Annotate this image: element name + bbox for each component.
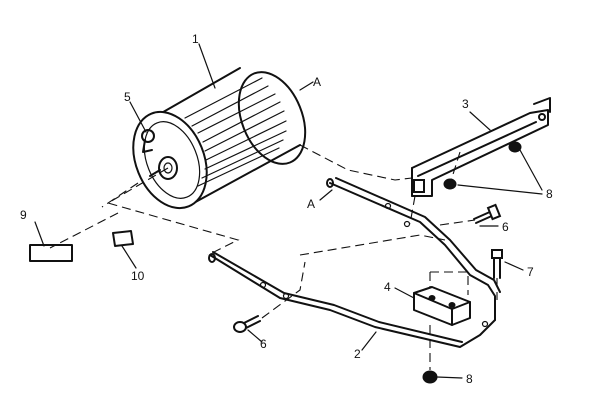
callout-10: 10 (131, 269, 145, 283)
callout-5: 5 (124, 90, 131, 104)
bolt-lower (233, 315, 261, 333)
callout-8-lower: 8 (466, 372, 473, 386)
callout-labels: 1 A 5 3 8 A 6 9 10 7 4 6 2 8 (20, 32, 553, 386)
bolt-vertical (491, 249, 503, 279)
callout-6-lower: 6 (260, 337, 267, 351)
callout-7: 7 (527, 265, 534, 279)
decal-small (112, 230, 134, 247)
callout-a-top: A (313, 75, 321, 89)
callout-3: 3 (462, 97, 469, 111)
callout-8-upper: 8 (546, 187, 553, 201)
callout-1: 1 (192, 32, 199, 46)
callout-a-left: A (307, 197, 315, 211)
tow-frame (208, 177, 501, 348)
bolt-upper (473, 203, 502, 224)
nut-lower (422, 370, 438, 384)
mounting-bracket (411, 97, 551, 197)
callout-9: 9 (20, 208, 27, 222)
leader-lines (34, 43, 543, 379)
callout-6-upper: 6 (502, 220, 509, 234)
callout-2: 2 (354, 347, 361, 361)
callout-4: 4 (384, 280, 391, 294)
decal-large (29, 244, 73, 262)
clamp-plate (413, 286, 471, 326)
roller-drum (132, 67, 307, 210)
assembly-lines (49, 144, 498, 370)
